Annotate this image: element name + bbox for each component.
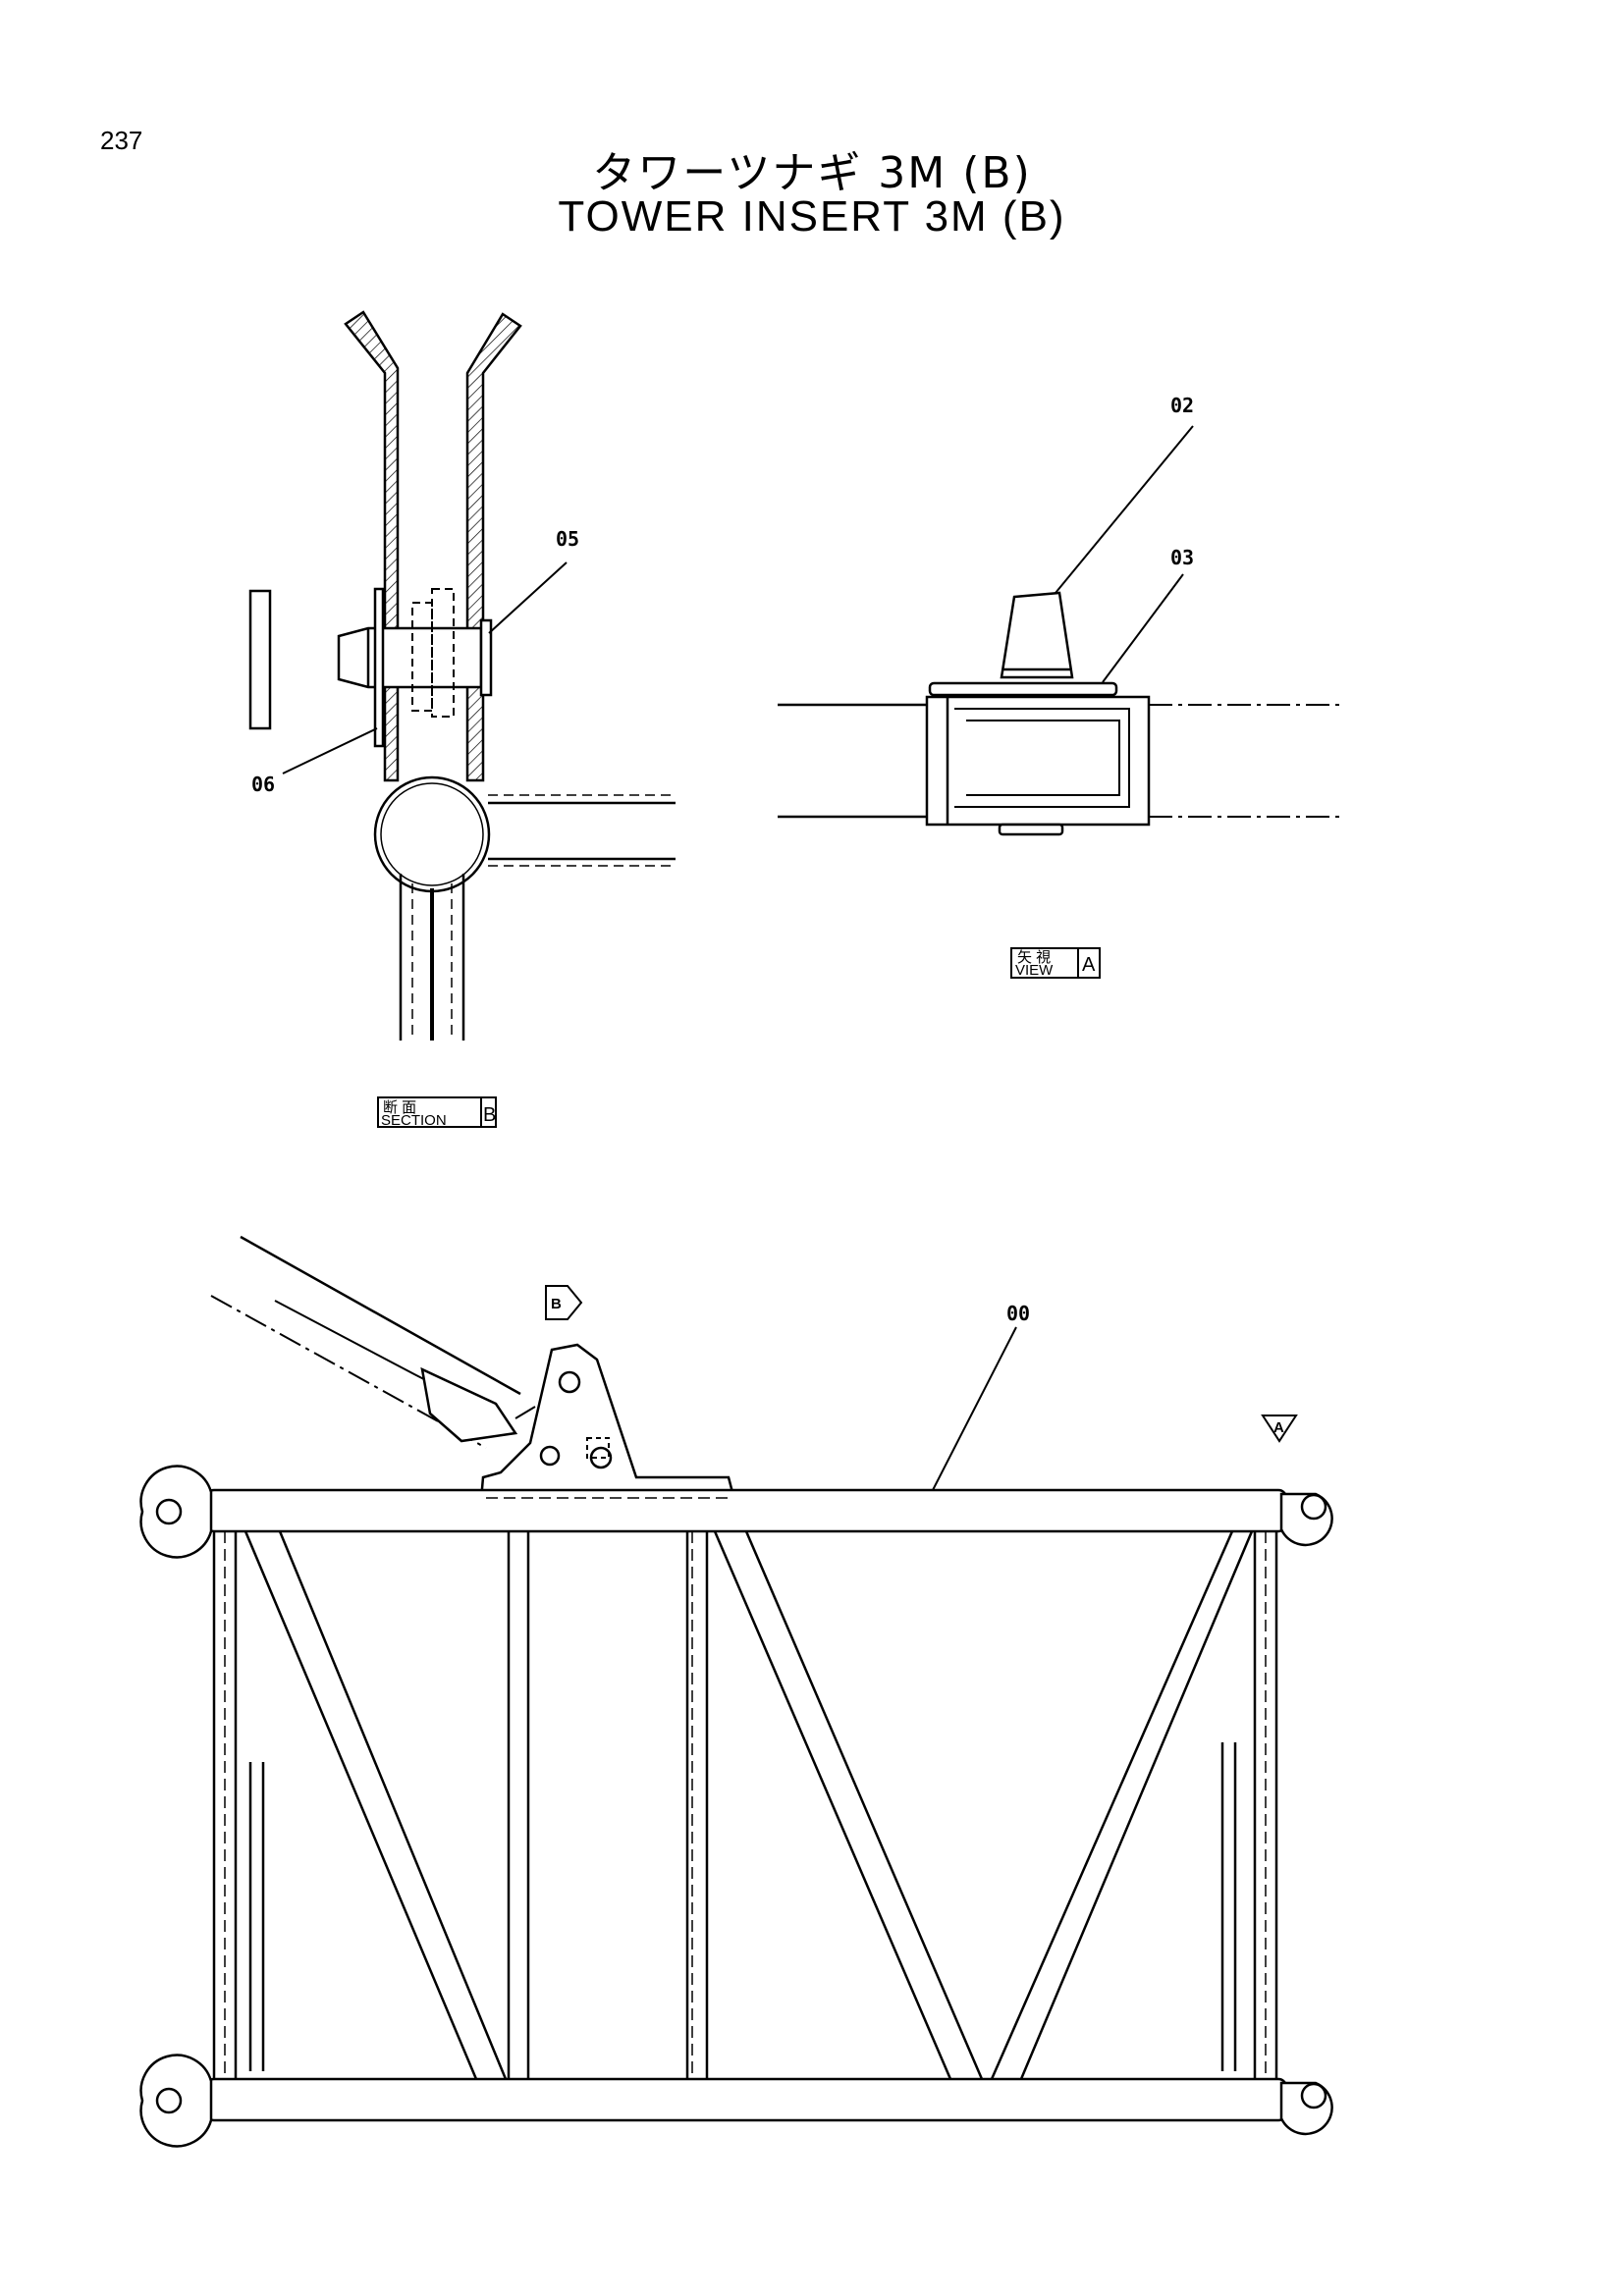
section-label-en: SECTION — [381, 1112, 447, 1129]
view-label-jp: 矢 視 — [1017, 949, 1051, 966]
view-a-view — [778, 425, 1343, 979]
title-japanese: タワーツナギ 3M (B) — [592, 148, 1032, 198]
bottom-plate — [998, 823, 1064, 836]
wedge — [1000, 591, 1074, 679]
callout-02: 02 — [1170, 394, 1194, 417]
bracket-body — [925, 695, 1151, 827]
tower-insert-truss — [139, 1235, 1333, 2148]
callout-03: 03 — [1170, 546, 1194, 569]
left-plate — [344, 310, 400, 782]
right-plate — [465, 312, 522, 782]
view-label-en: VIEW — [1015, 962, 1054, 979]
section-label-letter: B — [483, 1104, 496, 1126]
section-b-view — [248, 310, 676, 1128]
pin — [337, 626, 483, 689]
top-plate — [928, 681, 1118, 697]
section-label-jp: 断 面 — [383, 1099, 416, 1116]
gusset-plate — [479, 1343, 736, 1502]
title-english: TOWER INSERT 3M (B) — [558, 192, 1066, 240]
marker-a: A — [1273, 1419, 1284, 1436]
callout-05: 05 — [556, 527, 579, 551]
marker-b: B — [551, 1296, 562, 1312]
view-label-letter: A — [1082, 954, 1096, 976]
page-number: 237 — [100, 126, 143, 155]
callout-00: 00 — [1006, 1302, 1030, 1325]
callout-06: 06 — [251, 773, 275, 796]
